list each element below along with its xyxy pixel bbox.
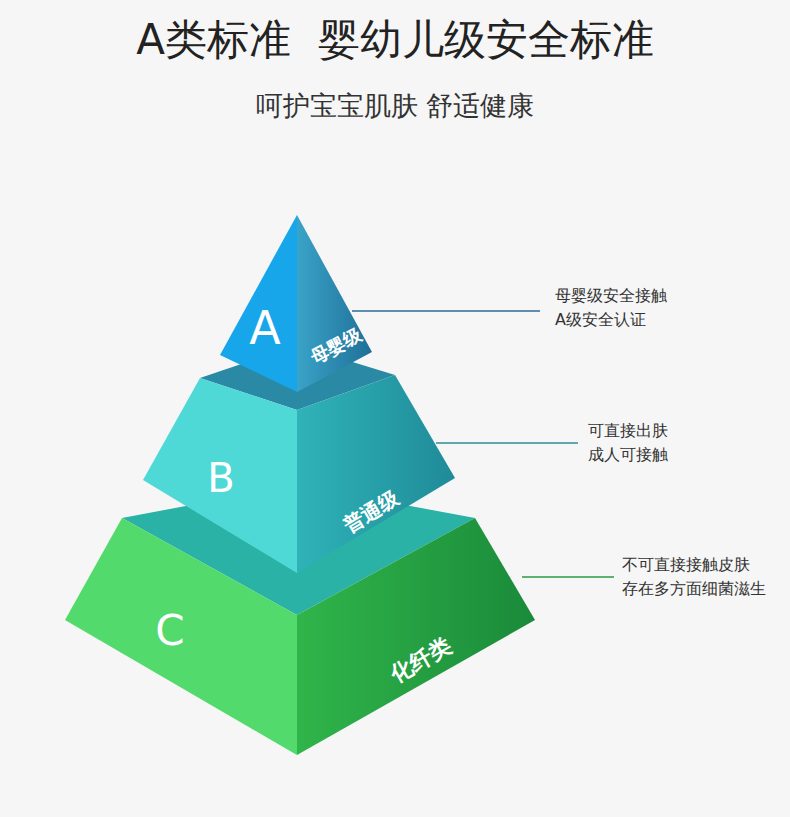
- tier-letter: B: [207, 455, 234, 501]
- tier-face: [220, 215, 297, 392]
- leader-line: [436, 442, 578, 444]
- subtitle: 呵护宝宝肌肤 舒适健康: [0, 88, 790, 124]
- callout-text: 母婴级安全接触 A级安全认证: [555, 284, 695, 332]
- leader-line: [352, 310, 540, 312]
- tier-letter: C: [155, 606, 184, 655]
- tier-face: [65, 518, 297, 755]
- pyramid-tier: A母婴级: [216, 210, 378, 396]
- callout-text: 不可直接接触皮肤 存在多方面细菌滋生: [622, 553, 774, 601]
- callout-text: 可直接出肤 成人可接触: [588, 419, 708, 467]
- tier-shape: [216, 210, 378, 396]
- leader-line: [522, 576, 614, 578]
- tier-letter: A: [249, 301, 280, 355]
- tier-face: [297, 518, 535, 755]
- title: A类标准 婴幼儿级安全标准: [0, 12, 790, 68]
